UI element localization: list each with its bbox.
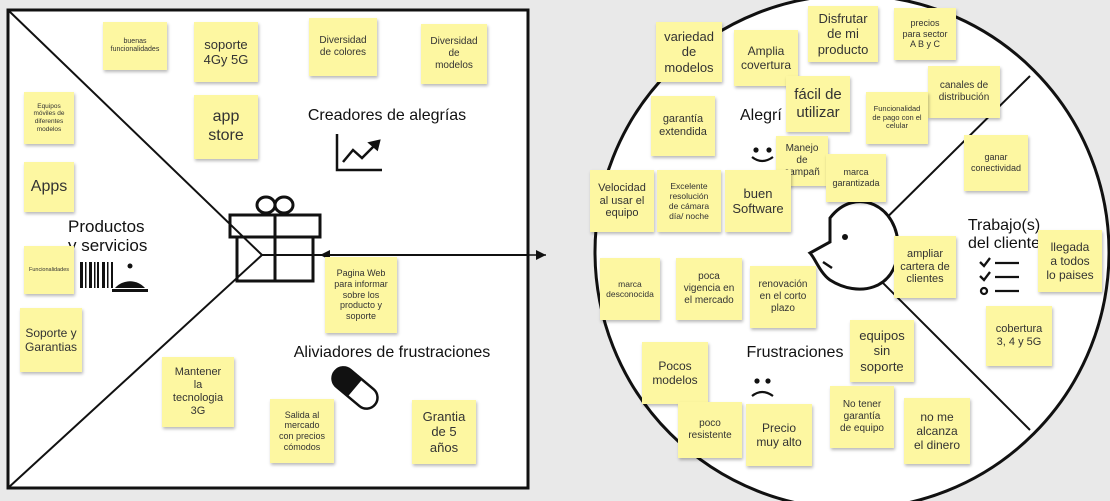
sticky-note[interactable]: no me alcanza el dinero <box>904 398 970 464</box>
value-map-divider-top <box>7 9 263 256</box>
pain-relievers-title: Aliviadores de frustraciones <box>293 344 491 361</box>
customer-jobs-title: Trabajo(s) del cliente <box>967 217 1041 252</box>
barcode-icon <box>80 262 113 288</box>
sticky-note[interactable]: Equipos móviles de diferentes modelos <box>24 92 74 144</box>
sticky-note[interactable]: canales de distribución <box>928 66 1000 118</box>
sticky-note[interactable]: cobertura 3, 4 y 5G <box>986 306 1052 366</box>
sticky-note[interactable]: poca vigencia en el mercado <box>676 258 742 320</box>
gains-title: Alegrí <box>740 107 782 124</box>
sticky-note[interactable]: Pagina Web para informar sobre los produ… <box>325 257 397 333</box>
gain-creators-title: Creadores de alegrías <box>307 107 467 124</box>
sticky-note[interactable]: precios para sector A B y C <box>894 8 956 60</box>
customer-face-icon <box>807 200 900 291</box>
sticky-note[interactable]: variedad de modelos <box>656 22 722 82</box>
sticky-note[interactable]: marca desconocida <box>600 258 660 320</box>
smile-icon <box>751 147 774 163</box>
sticky-note[interactable]: Precio muy alto <box>746 404 812 466</box>
sticky-note[interactable]: equipos sin soporte <box>850 320 914 382</box>
value-map-divider-bottom <box>7 254 263 489</box>
products-services-title: Productos y servicios <box>68 217 148 255</box>
pill-icon <box>331 366 379 410</box>
sticky-note[interactable]: garantía extendida <box>651 96 715 156</box>
gift-icon <box>228 195 322 283</box>
sticky-note[interactable]: Funcionalidad de pago con el celular <box>866 92 928 144</box>
sticky-note[interactable]: renovación en el corto plazo <box>750 266 816 328</box>
frown-icon <box>751 378 774 397</box>
sticky-note[interactable]: llegada a todos lo paises <box>1038 230 1102 292</box>
sticky-note[interactable]: Funcionalidades <box>24 246 74 294</box>
sticky-note[interactable]: Apps <box>24 162 74 212</box>
sticky-note[interactable]: Diversidad de modelos <box>421 24 487 84</box>
sticky-note[interactable]: buen Software <box>725 170 791 232</box>
sticky-note[interactable]: Salida al mercado con precios cómodos <box>270 399 334 463</box>
sticky-note[interactable]: ampliar cartera de clientes <box>894 236 956 298</box>
sticky-note[interactable]: ganar conectividad <box>964 135 1028 191</box>
sticky-note[interactable]: Mantener la tecnologia 3G <box>162 357 234 427</box>
sticky-note[interactable]: fácil de utilizar <box>786 76 850 132</box>
sticky-note[interactable]: poco resistente <box>678 402 742 458</box>
sticky-note[interactable]: Pocos modelos <box>642 342 708 404</box>
sticky-note[interactable]: Grantia de 5 años <box>412 400 476 464</box>
sticky-note[interactable]: No tener garantía de equipo <box>830 386 894 448</box>
sticky-note[interactable]: marca garantizada <box>826 154 886 202</box>
sticky-note[interactable]: Soporte y Garantias <box>20 308 82 372</box>
sticky-note[interactable]: Disfrutar de mi producto <box>808 6 878 62</box>
pains-title: Frustraciones <box>746 344 844 361</box>
checklist-icon <box>979 257 1019 296</box>
sticky-note[interactable]: soporte 4Gy 5G <box>194 22 258 82</box>
sticky-note[interactable]: buenas funcionalidades <box>103 22 167 70</box>
sticky-note[interactable]: app store <box>194 95 258 159</box>
chart-trend-icon <box>335 134 382 172</box>
sticky-note[interactable]: Excelente resolución de cámara día/ noch… <box>657 170 721 232</box>
sticky-note[interactable]: Diversidad de colores <box>309 18 377 76</box>
service-bell-icon <box>112 263 148 292</box>
sticky-note[interactable]: Velocidad al usar el equipo <box>590 170 654 232</box>
